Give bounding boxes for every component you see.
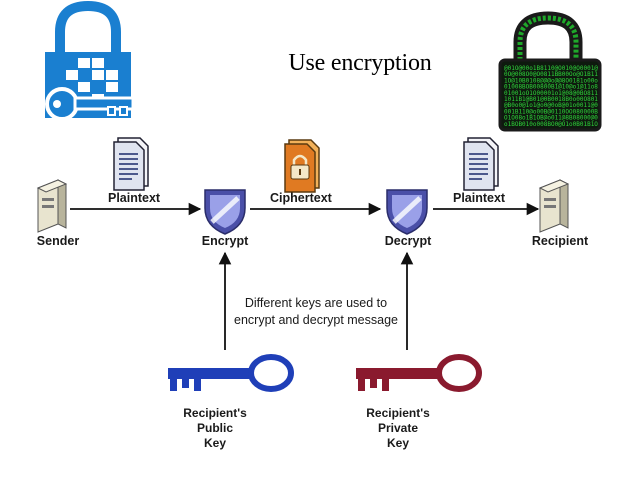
matrix-texture: 01008BOB00800B1@10@o1@11o8	[504, 84, 598, 91]
node-label-sender: Sender	[36, 234, 80, 248]
encrypt-shield-icon	[204, 189, 246, 235]
key-label-line: Private	[377, 421, 419, 435]
key-label-line: Recipient's	[366, 406, 430, 420]
matrix-texture: @B0o0@1o1@o0@0oB@01o0011@0	[504, 102, 598, 109]
keys-note: Different keys are used to encrypt and d…	[228, 295, 404, 329]
private-key-icon	[356, 354, 482, 392]
key-label-line: Key	[203, 436, 227, 450]
page-title: Use encryption	[288, 50, 432, 76]
recipient-computer-icon	[538, 179, 570, 233]
plaintext-document-icon	[113, 137, 149, 191]
matrix-texture: 01001oO1O00001o1@08@0BO811	[504, 90, 598, 97]
public-key-icon	[168, 354, 294, 392]
node-label-encrypt: Encrypt	[201, 234, 249, 248]
matrix-texture: 1011B1@B01@0B0018B0o00O801	[504, 96, 598, 103]
decrypt-shield-icon	[386, 189, 428, 235]
matrix-texture: @01O@00o1B8110@O010@O0001@	[504, 65, 598, 72]
private-key-label: Recipient's Private Key	[366, 406, 430, 451]
matrix-texture: 1O@10B0108@@@o@@8O0181o00o	[504, 77, 598, 84]
edge-label-plaintext: Plaintext	[453, 191, 506, 205]
key-label-line: Public	[196, 421, 234, 435]
matrix-texture: 0O@008O0@O0811BB00Oo@O1B11	[504, 71, 598, 78]
edge-label-ciphertext: Ciphertext	[270, 191, 332, 205]
matrix-texture: O1O08o1B1OB@o011@8B08000@0	[504, 115, 598, 122]
matrix-texture: 001B110@o00B@0110OO080000B	[504, 108, 598, 115]
ciphertext-locked-document-icon	[284, 139, 320, 193]
plaintext-document-icon	[463, 137, 499, 191]
key-label-line: Key	[386, 436, 410, 450]
sender-computer-icon	[36, 179, 68, 233]
node-label-recipient: Recipient	[531, 234, 589, 248]
matrix-texture: o1BOB010o008BO0@O1o0B01B1O	[504, 121, 598, 128]
key-label-line: Recipient's	[183, 406, 247, 420]
public-key-label: Recipient's Public Key	[183, 406, 247, 451]
note-line: Different keys are used to	[244, 296, 388, 310]
node-label-decrypt: Decrypt	[384, 234, 432, 248]
edge-label-plaintext: Plaintext	[108, 191, 161, 205]
note-line: encrypt and decrypt message	[234, 313, 398, 327]
